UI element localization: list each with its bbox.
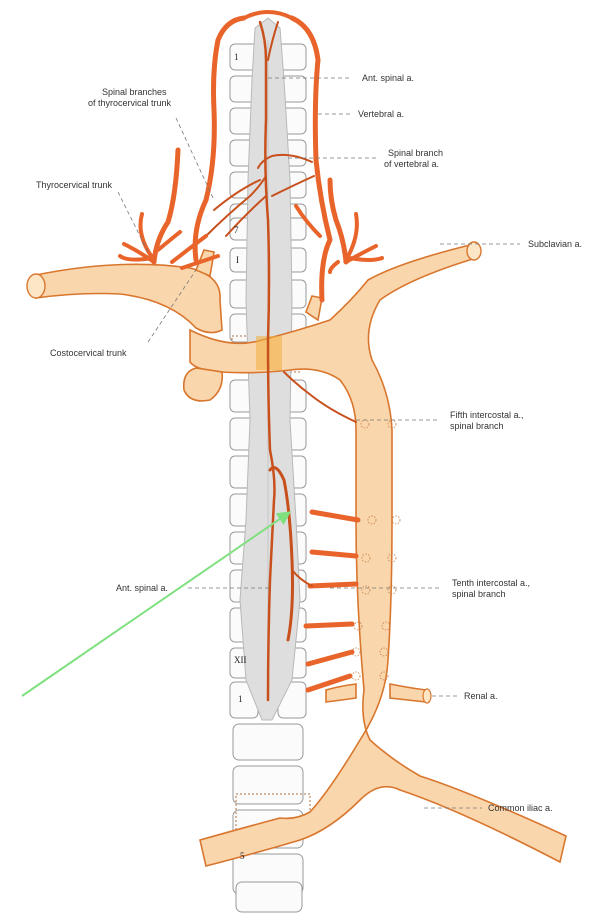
- vertebra-number-l5: 5: [240, 851, 245, 861]
- label-tenth-intercostal-2: spinal branch: [452, 589, 506, 599]
- intercostal-artery-2: [312, 552, 356, 556]
- renal-artery-cut-end: [423, 689, 431, 703]
- label-common-iliac: Common iliac a.: [488, 803, 553, 813]
- intercostal-artery-1: [312, 512, 358, 520]
- label-vertebral: Vertebral a.: [358, 109, 404, 119]
- label-renal: Renal a.: [464, 691, 498, 701]
- label-costocervical-trunk: Costocervical trunk: [50, 348, 127, 358]
- renal-artery-left: [326, 684, 356, 702]
- left-subclavian-artery: [36, 264, 222, 332]
- intercostal-artery-3: [310, 584, 356, 586]
- label-ant-spinal-top: Ant. spinal a.: [362, 73, 414, 83]
- label-fifth-intercostal-1: Fifth intercostal a.,: [450, 410, 524, 420]
- vertebra-number-c1: 1: [234, 52, 239, 62]
- right-subclavian-cut-end: [467, 242, 481, 260]
- label-spinal-branches-thyrocervical-1: Spinal branches: [102, 87, 167, 97]
- renal-artery-right: [390, 684, 426, 702]
- label-fifth-intercostal-2: spinal branch: [450, 421, 504, 431]
- vertebral-confluence: [244, 12, 292, 18]
- vertebra-number-t1: I: [236, 255, 239, 265]
- left-subclavian-cut-end: [27, 274, 45, 298]
- labels: Ant. spinal a. Vertebral a. Spinal branc…: [36, 73, 582, 813]
- intercostal-artery-5: [308, 652, 352, 664]
- label-spinal-branch-vertebral-2: of vertebral a.: [384, 159, 439, 169]
- label-subclavian: Subclavian a.: [528, 239, 582, 249]
- intercostal-artery-4: [306, 624, 352, 626]
- vertebra-number-l1: 1: [238, 694, 243, 704]
- brachiocephalic-stump: [184, 368, 223, 401]
- vertebra-number-c7: 7: [234, 225, 239, 235]
- label-ant-spinal-mid: Ant. spinal a.: [116, 583, 168, 593]
- label-tenth-intercostal-1: Tenth intercostal a.,: [452, 578, 530, 588]
- label-spinal-branch-vertebral-1: Spinal branch: [388, 148, 443, 158]
- label-spinal-branches-thyrocervical-2: of thyrocervical trunk: [88, 98, 172, 108]
- vertebra-number-t12: XII: [234, 655, 247, 665]
- left-thyrocervical-branches: [120, 214, 180, 262]
- right-thyrocervical-trunk: [330, 180, 346, 262]
- label-thyrocervical-trunk: Thyrocervical trunk: [36, 180, 113, 190]
